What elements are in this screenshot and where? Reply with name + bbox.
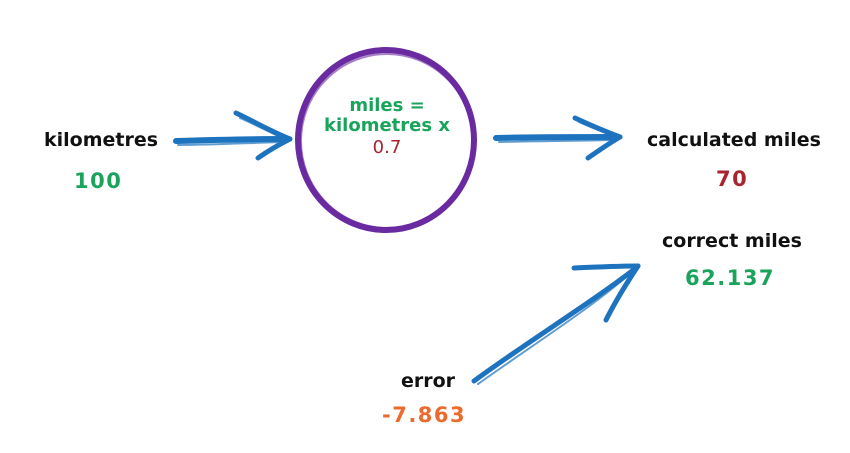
input-label: kilometres — [44, 129, 159, 151]
output-arrow — [493, 115, 623, 161]
target-label: correct miles — [662, 230, 802, 252]
model-circle — [295, 47, 477, 233]
error-arrow — [471, 263, 641, 385]
input-arrow — [173, 110, 293, 161]
error-value: -7.863 — [382, 403, 467, 427]
input-value: 100 — [74, 169, 123, 193]
output-value: 70 — [716, 167, 749, 191]
error-label: error — [401, 370, 456, 392]
formula-line-2: kilometres x — [324, 115, 450, 137]
target-value: 62.137 — [685, 266, 776, 290]
output-label: calculated miles — [647, 129, 821, 151]
formula-coefficient: 0.7 — [372, 137, 402, 159]
formula-line-1: miles = — [349, 95, 425, 116]
model-formula: miles = kilometres x 0.7 — [300, 95, 474, 159]
